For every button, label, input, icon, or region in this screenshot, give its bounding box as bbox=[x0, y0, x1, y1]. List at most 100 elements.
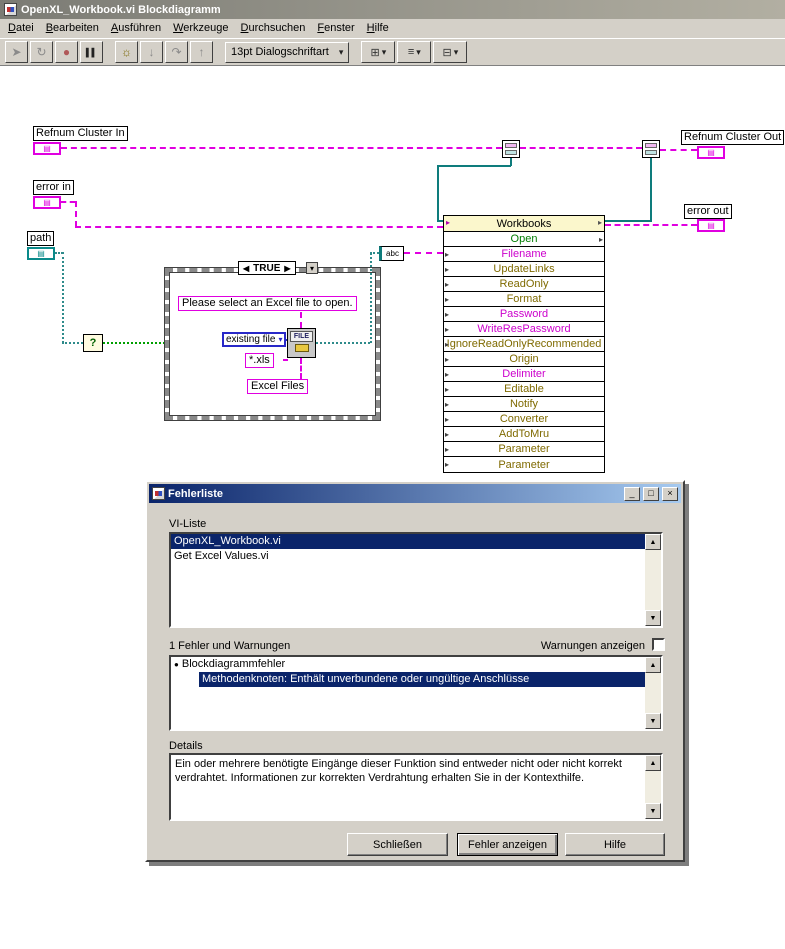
details-scrollbar[interactable]: ▲ ▼ bbox=[645, 755, 661, 819]
case-next-icon[interactable]: ▶ bbox=[284, 263, 291, 273]
wire-refnum-c[interactable] bbox=[437, 165, 439, 222]
wire-refnum-b[interactable] bbox=[437, 165, 511, 167]
minimize-button[interactable]: _ bbox=[624, 486, 640, 501]
wire-refnum-e[interactable] bbox=[650, 158, 652, 222]
wire-pattern-label[interactable] bbox=[300, 358, 302, 379]
scroll-down-button[interactable]: ▼ bbox=[645, 610, 661, 626]
maximize-button[interactable]: □ bbox=[643, 486, 659, 501]
refnum-cluster-in-terminal[interactable]: ▤ bbox=[33, 142, 61, 155]
window-titlebar[interactable]: OpenXL_Workbook.vi Blockdiagramm bbox=[0, 0, 785, 19]
refnum-cluster-out-label[interactable]: Refnum Cluster Out bbox=[681, 130, 785, 145]
invoke-param-row[interactable]: ▸UpdateLinks bbox=[444, 262, 604, 277]
invoke-param-row[interactable]: ▸Notify bbox=[444, 397, 604, 412]
wire-refnum-cluster-in[interactable] bbox=[61, 147, 502, 149]
invoke-param-row[interactable]: ▸ReadOnly bbox=[444, 277, 604, 292]
comparison-node[interactable]: ? bbox=[83, 334, 103, 352]
invoke-param-row[interactable]: ▸Delimiter bbox=[444, 367, 604, 382]
step-into-button[interactable]: ↓ bbox=[140, 41, 163, 63]
wire-file-path-c[interactable] bbox=[370, 252, 379, 254]
wire-refnum-d[interactable] bbox=[437, 220, 444, 222]
wire-path-b[interactable] bbox=[62, 252, 64, 343]
wire-filename[interactable] bbox=[404, 252, 443, 254]
invoke-node-workbooks[interactable]: ▸ Workbooks ▸ Open ▸ ▸Filename ▸UpdateLi… bbox=[443, 215, 605, 473]
highlight-execution-button[interactable]: ☼ bbox=[115, 41, 138, 63]
case-selector-label[interactable]: ◀ TRUE ▶ bbox=[238, 261, 296, 275]
scroll-down-button[interactable]: ▼ bbox=[645, 803, 661, 819]
invoke-param-row[interactable]: ▸Parameter bbox=[444, 442, 604, 457]
case-selector-dropdown[interactable]: ▾ bbox=[306, 262, 318, 274]
menu-bearbeiten[interactable]: Bearbeiten bbox=[45, 22, 99, 34]
wire-refnum-cluster-mid[interactable] bbox=[520, 147, 642, 149]
unbundle-node[interactable] bbox=[502, 140, 520, 158]
invoke-param-row[interactable]: ▸Editable bbox=[444, 382, 604, 397]
path-to-string-node[interactable]: abc bbox=[379, 246, 404, 261]
list-item[interactable]: Get Excel Values.vi bbox=[174, 550, 269, 562]
wire-error-in-c[interactable] bbox=[75, 226, 443, 228]
invoke-param-row[interactable]: ▸Filename bbox=[444, 247, 604, 262]
invoke-param-row[interactable]: ▸Parameter bbox=[444, 457, 604, 472]
dialog-titlebar[interactable]: Fehlerliste _ □ × bbox=[149, 484, 681, 503]
invoke-param-row[interactable]: ▸IgnoreReadOnlyRecommended bbox=[444, 337, 604, 352]
align-objects-button[interactable]: ⊞ ▾ bbox=[361, 41, 396, 63]
path-label[interactable]: path bbox=[27, 231, 55, 246]
run-button[interactable]: ➤ bbox=[5, 41, 28, 63]
case-prev-icon[interactable]: ◀ bbox=[243, 263, 250, 273]
invoke-method-row[interactable]: Open ▸ bbox=[444, 232, 604, 247]
scroll-down-button[interactable]: ▼ bbox=[645, 713, 661, 729]
scroll-up-button[interactable]: ▲ bbox=[645, 657, 661, 673]
method-select-icon[interactable]: ▸ bbox=[598, 234, 603, 244]
pattern-label-string-constant[interactable]: Excel Files bbox=[247, 379, 309, 394]
error-in-label[interactable]: error in bbox=[33, 180, 74, 195]
file-dialog-node[interactable]: FILE bbox=[287, 328, 316, 358]
wire-refnum-a[interactable] bbox=[510, 158, 512, 166]
menu-ausfuehren[interactable]: Ausführen bbox=[110, 22, 162, 34]
wire-error-in-b[interactable] bbox=[75, 201, 77, 227]
ring-constant[interactable]: existing file ▾ bbox=[222, 332, 287, 347]
run-continuous-button[interactable]: ↻ bbox=[30, 41, 53, 63]
invoke-node-header[interactable]: ▸ Workbooks ▸ bbox=[444, 216, 604, 232]
menu-datei[interactable]: Datei bbox=[8, 22, 34, 34]
wire-boolean-selector[interactable] bbox=[103, 342, 165, 344]
pattern-string-constant[interactable]: *.xls bbox=[245, 353, 274, 368]
wire-path-a[interactable] bbox=[55, 252, 63, 254]
error-listbox-scrollbar[interactable]: ▲ ▼ bbox=[645, 657, 661, 729]
font-selector[interactable]: 13pt Dialogschriftart ▾ bbox=[225, 41, 350, 63]
menu-durchsuchen[interactable]: Durchsuchen bbox=[240, 22, 306, 34]
path-terminal[interactable]: ▤ bbox=[27, 247, 55, 260]
wire-refnum-cluster-out[interactable] bbox=[660, 149, 697, 151]
invoke-param-row[interactable]: ▸Format bbox=[444, 292, 604, 307]
wire-file-path-a[interactable] bbox=[316, 342, 370, 344]
reorder-objects-button[interactable]: ⊟ ▾ bbox=[433, 41, 468, 63]
show-warnings-checkbox[interactable] bbox=[652, 638, 665, 651]
step-out-button[interactable]: ↑ bbox=[190, 41, 213, 63]
vi-listbox[interactable]: OpenXL_Workbook.vi Get Excel Values.vi ▲… bbox=[169, 532, 663, 628]
step-over-button[interactable]: ↷ bbox=[165, 41, 188, 63]
bundle-node[interactable] bbox=[642, 140, 660, 158]
scroll-up-button[interactable]: ▲ bbox=[645, 534, 661, 550]
invoke-param-row[interactable]: ▸Converter bbox=[444, 412, 604, 427]
invoke-param-row[interactable]: ▸WriteResPassword bbox=[444, 322, 604, 337]
refnum-cluster-in-label[interactable]: Refnum Cluster In bbox=[33, 126, 128, 141]
refnum-cluster-out-terminal[interactable]: ▤ bbox=[697, 146, 725, 159]
error-out-label[interactable]: error out bbox=[684, 204, 732, 219]
list-item[interactable]: ● Blockdiagrammfehler bbox=[171, 657, 661, 672]
list-item[interactable]: Methodenknoten: Enthält unverbundene ode… bbox=[199, 672, 645, 687]
wire-prompt[interactable] bbox=[300, 312, 302, 328]
close-button[interactable]: × bbox=[662, 486, 678, 501]
pause-button[interactable]: ▌▌ bbox=[80, 41, 103, 63]
wire-pattern[interactable] bbox=[283, 359, 288, 361]
details-box[interactable]: Ein oder mehrere benötigte Eingänge dies… bbox=[169, 753, 663, 821]
distribute-objects-button[interactable]: ≡ ▾ bbox=[397, 41, 432, 63]
invoke-param-row[interactable]: ▸Origin bbox=[444, 352, 604, 367]
wire-refnum-f[interactable] bbox=[605, 220, 651, 222]
show-error-button[interactable]: Fehler anzeigen bbox=[457, 833, 558, 856]
close-dialog-button[interactable]: Schließen bbox=[347, 833, 448, 856]
wire-path-c[interactable] bbox=[62, 342, 83, 344]
wire-file-path-b[interactable] bbox=[370, 253, 372, 343]
scroll-up-button[interactable]: ▲ bbox=[645, 755, 661, 771]
error-in-terminal[interactable]: ▤ bbox=[33, 196, 61, 209]
error-out-terminal[interactable]: ▤ bbox=[697, 219, 725, 232]
prompt-string-constant[interactable]: Please select an Excel file to open. bbox=[178, 296, 357, 311]
wire-error-in-a[interactable] bbox=[61, 201, 75, 203]
invoke-param-row[interactable]: ▸Password bbox=[444, 307, 604, 322]
